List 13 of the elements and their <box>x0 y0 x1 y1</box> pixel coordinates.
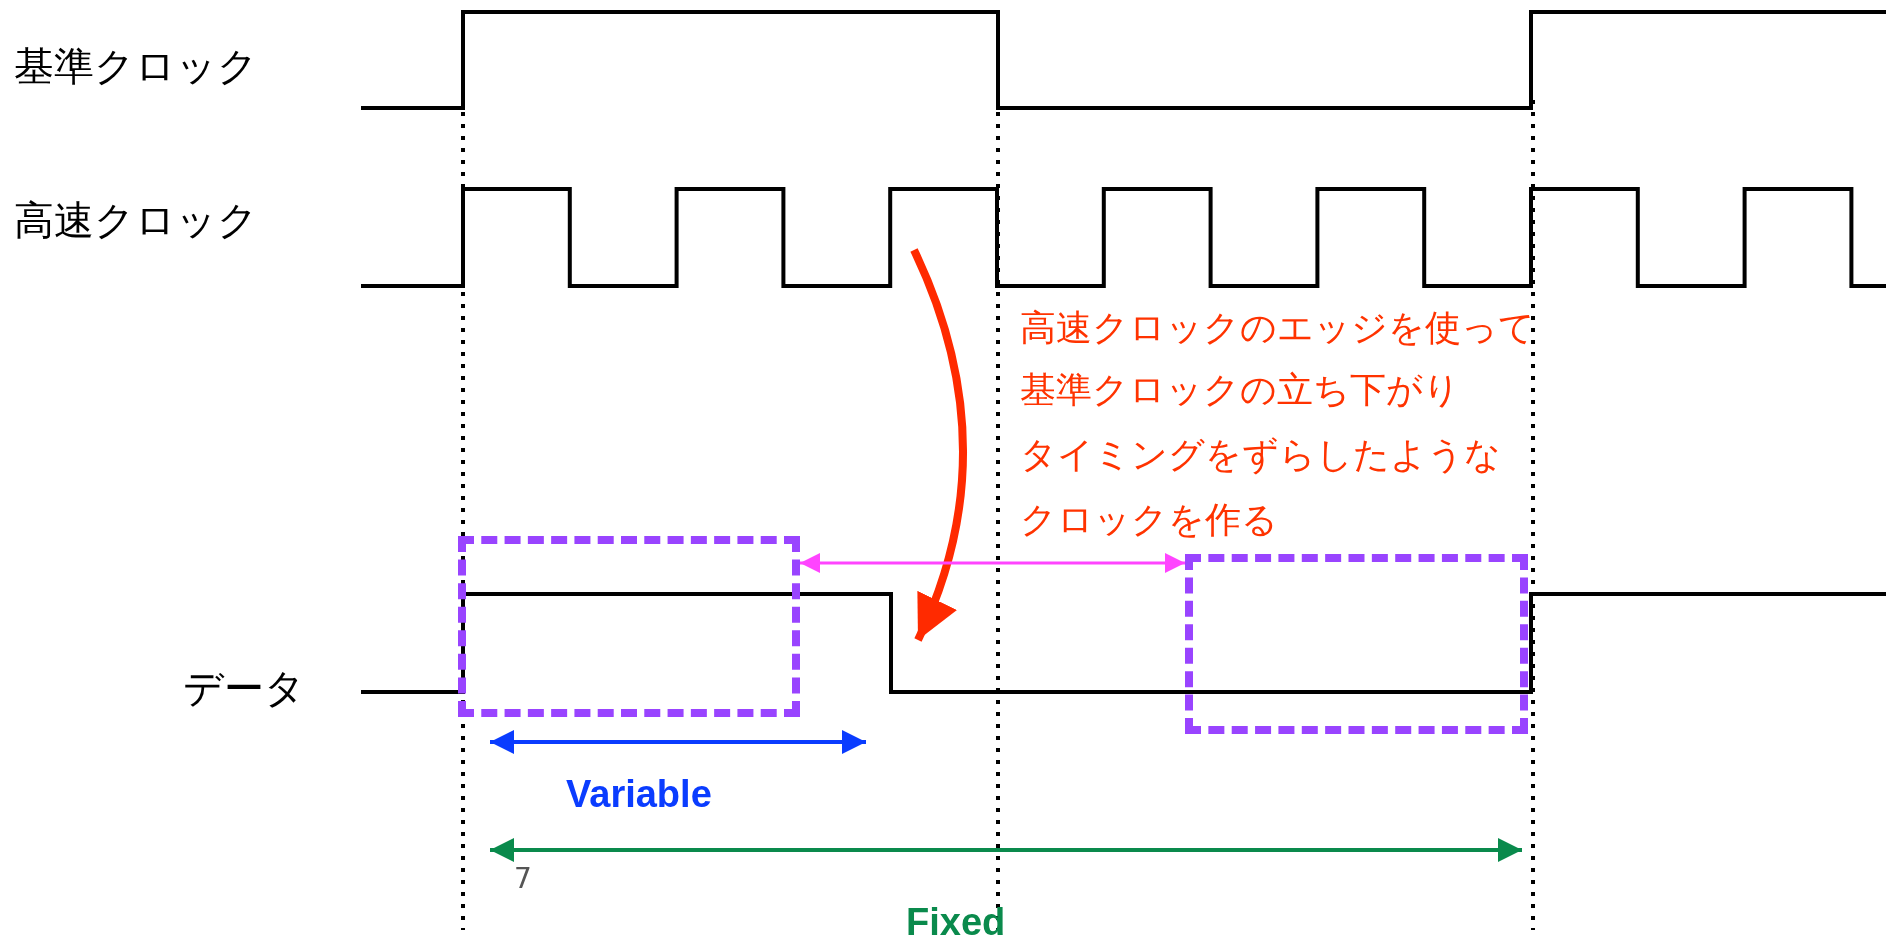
highlight-box <box>458 536 800 717</box>
signal-name: 高速クロック <box>14 198 258 242</box>
highlight-box <box>1185 554 1528 734</box>
dimension-label: Fixed <box>906 902 1006 944</box>
signal-name: 基準クロック <box>14 44 258 88</box>
annotation-text: 高速クロックのエッジを使って <box>1020 308 1535 348</box>
annotation-text: 基準クロックの立ち下がり <box>1020 370 1460 410</box>
dimension-label: Variable <box>566 774 712 816</box>
annotation-text: クロックを作る <box>1020 500 1278 540</box>
callout-number: 7 <box>514 864 532 895</box>
signal-name: データ <box>183 666 305 710</box>
double-arrow <box>800 553 1185 573</box>
annotation-text: タイミングをずらしたような <box>1020 435 1501 475</box>
